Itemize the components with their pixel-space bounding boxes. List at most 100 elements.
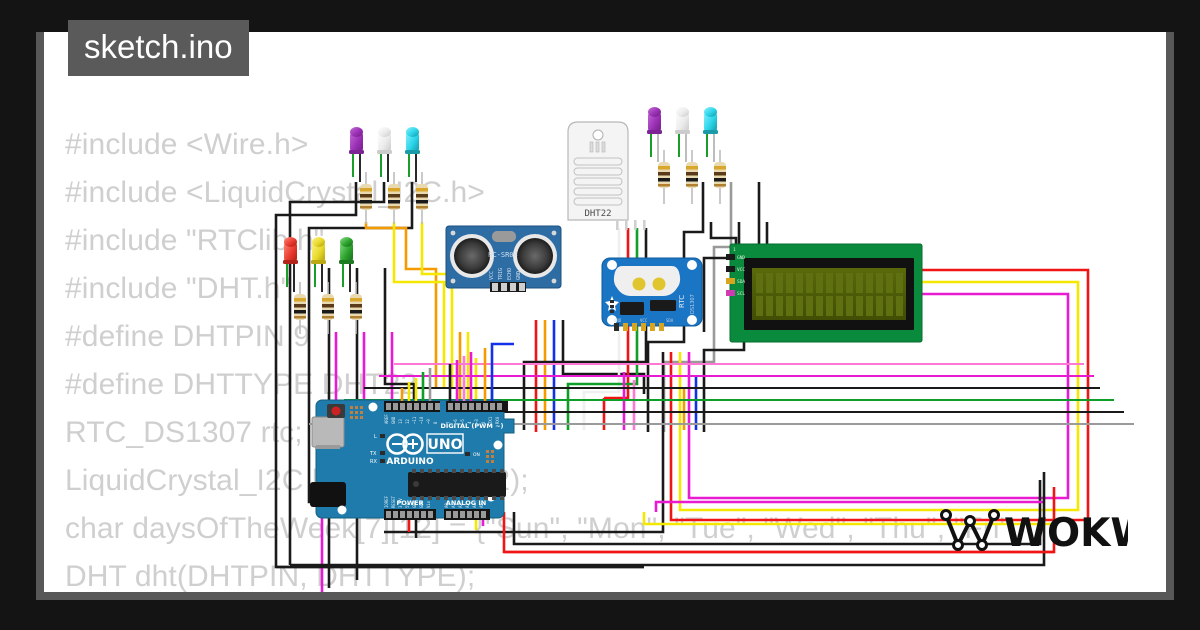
svg-text:A3: A3: [465, 503, 470, 508]
wire-yellow: [420, 222, 454, 387]
wire-black: [702, 256, 730, 332]
lcd-marker: 1: [733, 247, 736, 253]
resistor: [294, 282, 306, 334]
arduino-logo-icon: [386, 433, 424, 455]
wire-black: [288, 182, 386, 565]
pin-label-vcc: VCC: [489, 271, 495, 280]
rtc-ds1307-module[interactable]: RTC DS1307 GND VCC SDA: [601, 257, 703, 331]
led-white[interactable]: [675, 107, 698, 204]
file-title-chip: sketch.ino: [68, 20, 249, 76]
pin-label-gnd: GND: [614, 318, 622, 323]
svg-text:13: 13: [398, 419, 403, 424]
svg-text:TX1: TX1: [488, 416, 493, 424]
pin-label-gnd: GND: [516, 271, 522, 280]
digital-header-label: DIGITAL (PWM ~): [441, 422, 504, 430]
arduino-uno-board[interactable]: AREF GND 13 12 ~11 ~10 ~9 8 7 ~6 ~5 4 ~3…: [310, 399, 515, 520]
svg-text:~10: ~10: [419, 416, 424, 424]
resistor: [350, 282, 362, 334]
svg-text:~3: ~3: [474, 419, 479, 424]
hc-sr04-label: HC-SR04: [488, 251, 518, 259]
pin-label-vcc: VCC: [640, 318, 648, 323]
wokwi-diagram-canvas[interactable]: #include <Wire.h> #include <LiquidCrysta…: [44, 32, 1166, 592]
wokwi-logo-icon: WOKWI: [940, 509, 1166, 556]
board-model-label: UNO: [428, 437, 463, 453]
rtc-sublabel: DS1307: [690, 294, 696, 314]
svg-text:~11: ~11: [412, 416, 417, 424]
svg-text:AREF: AREF: [384, 414, 389, 424]
svg-text:RX: RX: [370, 459, 377, 465]
dht22-label: DHT22: [584, 209, 611, 219]
wire-black: [512, 480, 1042, 546]
resistor: [686, 150, 698, 204]
svg-text:~6: ~6: [453, 419, 458, 424]
resistor: [388, 172, 400, 224]
wire-black: [561, 320, 646, 394]
svg-text:7: 7: [446, 421, 451, 424]
power-header-label: POWER: [397, 499, 424, 507]
lcd-pin-sda: SDA: [737, 279, 745, 285]
dht22-sensor[interactable]: DHT22: [567, 121, 646, 230]
rtc-label: RTC: [678, 295, 686, 308]
svg-text:L: L: [374, 434, 377, 440]
led-red[interactable]: [283, 237, 306, 334]
svg-text:ON: ON: [473, 452, 480, 458]
wire-black: [290, 472, 1046, 567]
pin-label-sda: SDA: [666, 318, 674, 323]
resistor: [416, 172, 428, 224]
circuit-diagram[interactable]: DHT22 HC-SR04 VCC: [44, 32, 1166, 592]
wokwi-logo: WOKWI: [938, 501, 1166, 562]
hc-sr04-sensor[interactable]: HC-SR04 VCC TRIG ECHO GND: [445, 225, 562, 292]
pin-label-echo: ECHO: [507, 268, 513, 280]
led-white[interactable]: [377, 127, 400, 224]
lcd-pin-vcc: VCC: [737, 267, 745, 273]
svg-text:8: 8: [433, 421, 438, 424]
led-group-top[interactable]: [349, 127, 428, 224]
pin-label-trig: TRIG: [498, 268, 504, 280]
svg-text:~5: ~5: [460, 419, 465, 424]
svg-text:12: 12: [405, 419, 410, 424]
led-green[interactable]: [339, 237, 362, 334]
analog-header-label: ANALOG IN: [446, 499, 486, 507]
led-cyan[interactable]: [405, 127, 428, 224]
svg-text:3.3V: 3.3V: [398, 498, 403, 508]
svg-text:GND: GND: [419, 500, 424, 508]
svg-text:Vin: Vin: [426, 500, 431, 508]
resistor: [658, 150, 670, 204]
svg-text:2: 2: [481, 421, 486, 424]
svg-text:A0: A0: [444, 503, 449, 508]
wire-orange: [364, 222, 438, 387]
lcd-pin-gnd: GND: [737, 255, 745, 261]
svg-text:TX: TX: [369, 451, 377, 457]
svg-text:5V: 5V: [405, 503, 410, 508]
wire-red: [669, 268, 1090, 522]
resistor: [360, 172, 372, 224]
svg-text:RX0: RX0: [495, 416, 500, 424]
led-purple[interactable]: [647, 107, 670, 204]
wire-stubs: [400, 342, 514, 538]
svg-text:GND: GND: [391, 416, 396, 424]
svg-text:A2: A2: [458, 503, 463, 508]
board-brand-label: ARDUINO: [386, 457, 434, 467]
led-cyan[interactable]: [703, 107, 726, 204]
led-group-left[interactable]: [283, 237, 362, 334]
wire-yellow: [392, 222, 446, 387]
wire-yellow: [678, 280, 1080, 512]
svg-text:4: 4: [467, 421, 472, 424]
lcd-pin-scl: SCL: [737, 291, 745, 297]
svg-text:A1: A1: [451, 503, 456, 508]
svg-text:A4: A4: [472, 503, 477, 508]
led-purple[interactable]: [349, 127, 372, 224]
wokwi-wordmark: WOKWI: [1004, 511, 1128, 556]
wire-magenta: [654, 500, 1044, 512]
svg-text:GND: GND: [412, 500, 417, 508]
svg-text:RESET: RESET: [391, 495, 396, 508]
resistor: [714, 150, 726, 204]
lcd-1602-display[interactable]: GND VCC SDA SCL 1: [726, 243, 923, 343]
wire-magenta: [687, 292, 1070, 500]
led-yellow[interactable]: [311, 237, 334, 334]
resistor: [322, 282, 334, 334]
svg-text:IOREF: IOREF: [384, 495, 389, 508]
led-group-right[interactable]: [647, 107, 726, 204]
svg-text:~9: ~9: [426, 419, 431, 424]
